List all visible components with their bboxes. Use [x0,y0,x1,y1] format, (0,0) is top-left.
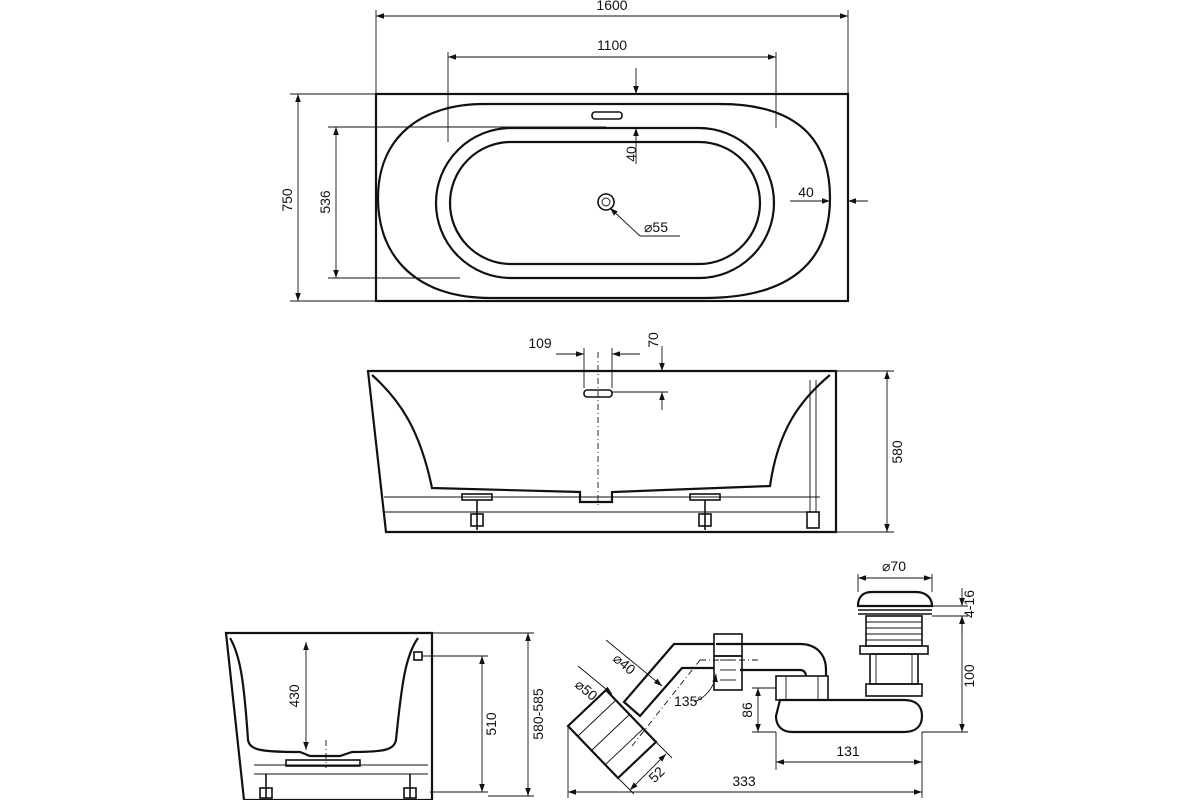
side-view-basin [371,374,831,504]
dim-siphon-offset: 131 [836,743,860,759]
siphon-detail: ⌀70 4-16 100 86 131 333 ⌀40 ⌀50 [566,558,977,798]
side-view-outline [366,369,838,534]
dim-siphon-angle: 135° [674,693,703,709]
dim-side-overflow-width: 109 [528,335,552,351]
end-view-outline [224,631,434,800]
dim-end-depth: 430 [286,684,302,708]
dim-top-drain-diameter: ⌀55 [644,219,668,235]
overflow-slot [591,111,623,120]
siphon-riser [716,642,828,677]
dim-side-overflow-height: 70 [645,332,661,348]
side-view: 109 70 580 [366,332,905,534]
dim-top-overflow-offset: 40 [623,146,639,162]
top-view-rim [376,102,832,300]
drain-inner-circle [601,197,611,207]
top-view-basin-outer [434,126,776,280]
dim-top-rim: 40 [798,184,814,200]
dim-end-height-total: 580-585 [530,688,546,740]
dim-side-height: 580 [889,440,905,464]
siphon-elbow [622,642,714,718]
drain-outer-circle [597,193,615,211]
dim-siphon-cap-adjust: 4-16 [961,590,977,618]
dim-siphon-socket: 52 [645,763,667,785]
siphon-drain-body [865,615,923,647]
top-view: 1600 1100 40 750 536 40 ⌀55 [279,0,868,303]
end-view-basin [229,637,419,758]
dim-siphon-cap-diameter: ⌀70 [882,558,906,574]
top-view-outline [374,92,850,303]
side-feet [461,493,820,530]
siphon-trap [774,698,924,734]
top-view-basin-inner [448,140,762,266]
dim-siphon-pipe-40: ⌀40 [610,650,639,678]
dim-siphon-length: 333 [732,773,756,789]
siphon-cap [856,590,934,608]
dim-top-inner-width: 536 [317,190,333,214]
end-view: 430 510 580-585 [224,631,546,800]
siphon-outlet-nut [775,675,829,701]
end-overflow-slot [413,651,423,661]
dim-top-length: 1600 [596,0,627,13]
dim-top-width: 750 [279,188,295,212]
dim-siphon-outlet-height: 86 [739,702,755,718]
dim-end-height-inner: 510 [483,712,499,736]
dim-top-inner-length: 1100 [597,37,627,53]
dim-siphon-height: 100 [961,664,977,688]
